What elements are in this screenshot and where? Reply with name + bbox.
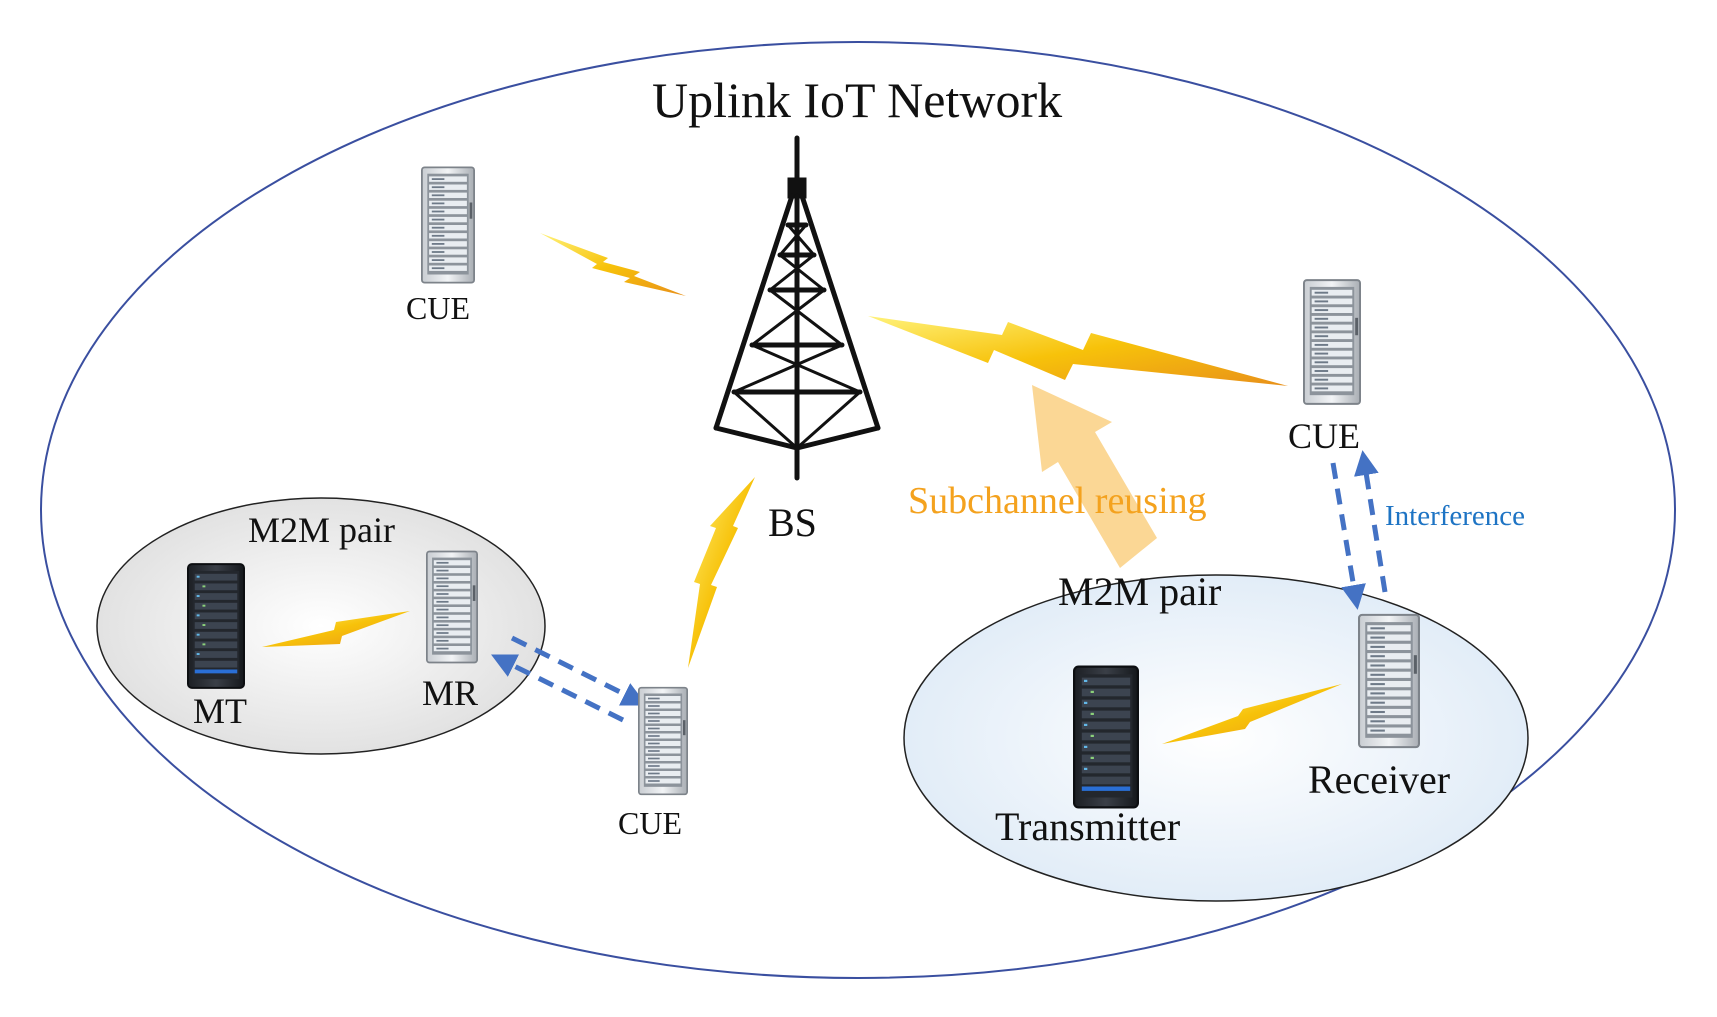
- transmitter-server-rack-icon: [1073, 665, 1139, 809]
- interference-label: Interference: [1385, 500, 1526, 532]
- mt-server-rack-icon: [187, 563, 245, 689]
- m2m-pair-right-label: M2M pair: [1058, 569, 1222, 614]
- cue-right-label: CUE: [1288, 416, 1360, 456]
- transmitter-label: Transmitter: [995, 804, 1181, 849]
- link-mt-mr-bolt: [262, 611, 410, 647]
- subchannel-reusing-label: Subchannel reusing: [908, 480, 1207, 522]
- receiver-server-rack-icon: [1358, 613, 1420, 749]
- mt-label: MT: [193, 691, 247, 731]
- interference-arrow-cue-receiver: [1330, 462, 1366, 610]
- cue-top-left-server-rack-icon: [421, 166, 475, 284]
- cell-tower-icon: [713, 135, 881, 481]
- link-transmitter-receiver-bolt: [1162, 684, 1342, 744]
- interference-arrow-mr-cue: [510, 635, 647, 706]
- bs-label: BS: [768, 500, 817, 545]
- m2m-pair-left-label: M2M pair: [248, 510, 395, 550]
- link-cue1-bs-bolt: [540, 233, 686, 296]
- link-bs-cue3-bolt: [688, 477, 755, 668]
- cue-bottom-label: CUE: [618, 805, 682, 841]
- mr-label: MR: [422, 673, 479, 713]
- mr-server-rack-icon: [426, 550, 478, 664]
- interference-arrow-receiver-cue: [1354, 450, 1388, 593]
- interference-arrow-cue-mr: [491, 654, 625, 723]
- subchannel-arrow: [1032, 385, 1157, 568]
- m2m-pair-right-area: [903, 574, 1529, 902]
- network-boundary: [40, 41, 1676, 979]
- receiver-label: Receiver: [1308, 757, 1451, 802]
- cue-right-server-rack-icon: [1303, 279, 1361, 405]
- cue-bottom-server-rack-icon: [638, 686, 688, 796]
- diagram-title: Uplink IoT Network: [652, 72, 1063, 128]
- link-bs-cue2-bolt: [868, 316, 1288, 386]
- cue-top-left-label: CUE: [406, 290, 470, 326]
